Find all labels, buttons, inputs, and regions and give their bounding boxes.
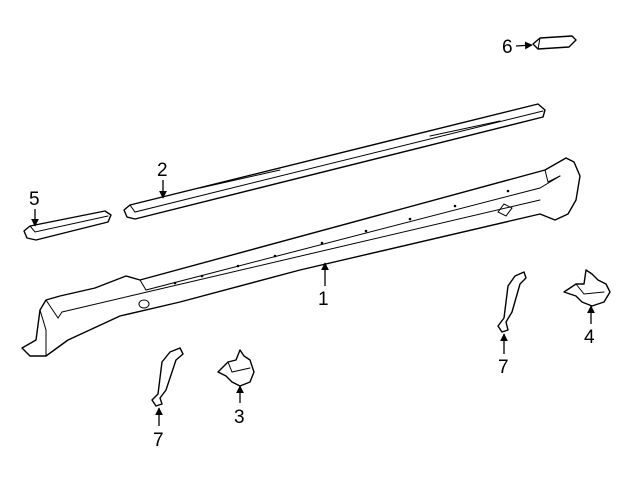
seal-left-part [151,347,184,407]
end-cap-front-part [217,349,255,387]
callout-3: 3 [234,385,245,428]
callout-label-6: 6 [502,37,513,58]
seal-right-part [497,271,527,333]
callout-label-3: 3 [234,407,245,428]
callout-7-left: 7 [153,407,164,451]
end-cap-rear-part [563,269,611,307]
callout-4: 4 [584,305,595,348]
callout-7-right: 7 [498,333,509,378]
trim-pad-part [532,35,577,50]
rocker-panel-part [21,157,581,357]
callout-label-5: 5 [29,189,40,210]
callout-2: 2 [157,160,168,199]
upper-molding-part [123,103,546,220]
callout-label-4: 4 [584,327,595,348]
callout-label-7-left: 7 [153,430,164,451]
callout-6: 6 [502,37,533,58]
front-molding-part [23,210,112,241]
callout-label-2: 2 [157,160,168,181]
callout-1: 1 [318,262,329,310]
callout-label-7-right: 7 [498,357,509,378]
callout-5: 5 [29,189,40,227]
callout-label-1: 1 [318,289,329,310]
